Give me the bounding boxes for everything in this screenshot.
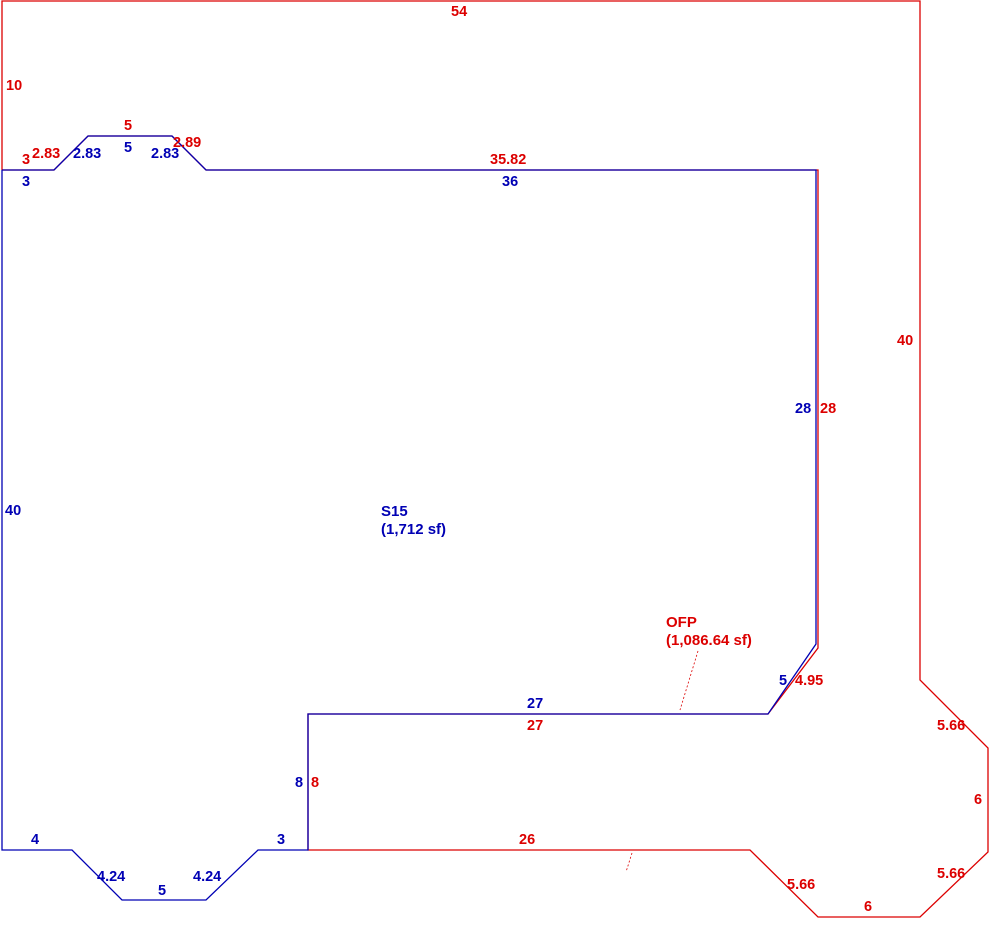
red-dim-top-notch: 5 xyxy=(124,118,132,134)
red-dim-top-left-short: 3 xyxy=(22,152,30,168)
blue-dim-mid-horizontal: 27 xyxy=(527,696,543,712)
red-dim-top-diag-right: 2.89 xyxy=(173,135,201,151)
ofp-leader-line xyxy=(679,650,699,711)
red-dim-diag-lower-right: 5.66 xyxy=(937,866,965,882)
red-dim-inner-right: 28 xyxy=(820,401,836,417)
blue-dim-bottom-diag-right: 4.24 xyxy=(193,869,221,885)
red-dim-right-outer: 40 xyxy=(897,333,913,349)
blue-dim-right-diag: 5 xyxy=(779,673,787,689)
blue-dim-right-side: 28 xyxy=(795,401,811,417)
blue-dim-bottom-diag-left: 4.24 xyxy=(97,869,125,885)
blue-dim-top-long: 36 xyxy=(502,174,518,190)
ofp-leader-line-lower xyxy=(625,852,633,873)
red-dim-diag-upper-right: 5.66 xyxy=(937,718,965,734)
blue-dim-left-side: 40 xyxy=(5,503,21,519)
blue-dim-bottom-notch: 5 xyxy=(158,883,166,899)
ofp-outline xyxy=(1,0,989,918)
s15-area-name: S15 xyxy=(381,503,408,520)
blue-dim-top-diag-right: 2.83 xyxy=(151,146,179,162)
red-dim-top-long: 35.82 xyxy=(490,152,526,168)
blue-dim-bottom-left: 4 xyxy=(31,832,39,848)
red-dim-left-top: 10 xyxy=(6,78,22,94)
blue-dim-mid-vertical: 8 xyxy=(295,775,303,791)
blue-dim-top-diag-left: 2.83 xyxy=(73,146,101,162)
blue-dim-top-notch: 5 xyxy=(124,140,132,156)
red-dim-mid-horizontal: 27 xyxy=(527,718,543,734)
red-dim-right-short: 6 xyxy=(974,792,982,808)
red-dim-top-edge: 54 xyxy=(451,4,467,20)
blue-dim-top-left-short: 3 xyxy=(22,174,30,190)
s15-area-size: (1,712 sf) xyxy=(381,521,446,538)
red-dim-inner-diag: 4.95 xyxy=(795,673,823,689)
s15-outline xyxy=(1,135,817,901)
red-dim-diag-lower-left: 5.66 xyxy=(787,877,815,893)
ofp-area-size: (1,086.64 sf) xyxy=(666,632,752,649)
red-dim-top-diag-left: 2.83 xyxy=(32,146,60,162)
red-dim-mid-vertical: 8 xyxy=(311,775,319,791)
ofp-area-name: OFP xyxy=(666,614,697,631)
red-dim-bottom-long: 26 xyxy=(519,832,535,848)
red-dim-bottom-short: 6 xyxy=(864,899,872,915)
blue-dim-bottom-right-short: 3 xyxy=(277,832,285,848)
